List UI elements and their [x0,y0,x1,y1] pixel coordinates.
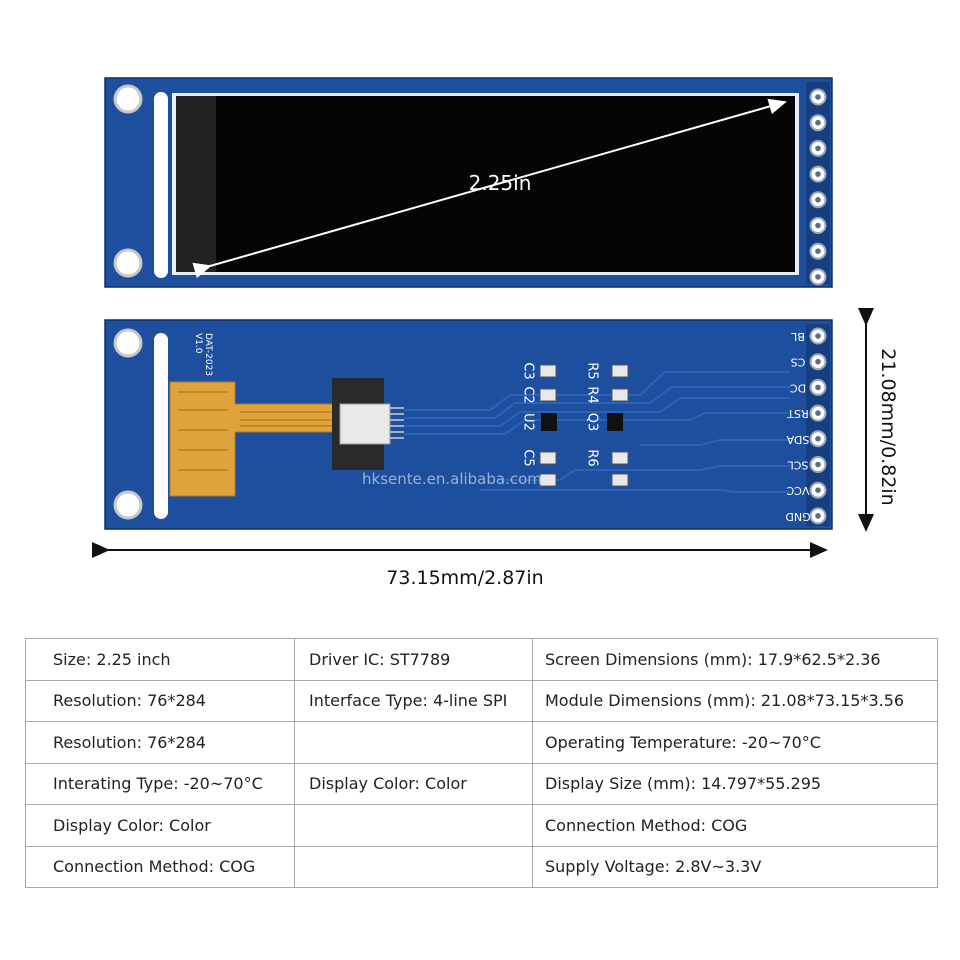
spec-cell: Operating Temperature: -20~70°C [532,721,938,764]
pin-hole-icon [815,94,821,100]
component-label-c5: C5 [521,449,536,466]
spec-cell [294,845,533,888]
front-pin-row [809,88,827,286]
spec-cell: Screen Dimensions (mm): 17.9*62.5*2.36 [532,638,938,681]
board-slot [154,333,168,519]
pin-label-scl: SCL [787,459,809,472]
spec-cell [294,804,533,847]
spec-cell: Driver IC: ST7789 [294,638,533,681]
transistor-u2 [541,413,557,431]
pin-hole-icon [815,358,821,365]
width-label: 73.15mm/2.87in [386,567,543,589]
pin-label-cs: CS [791,356,806,369]
spec-cell: Connection Method: COG [532,804,938,847]
spec-row: Display Color: Color Connection Method: C… [25,804,938,847]
pin-label-dc: DC [790,381,806,394]
back-pin-row: BL CS DC RST SDA SCL VCC GND [785,327,827,525]
spec-cell: Interating Type: -20~70°C [25,762,295,805]
pin-hole-icon [815,222,821,229]
diagonal-label: 2.25in [469,171,532,195]
spec-cell: Connection Method: COG [25,845,295,888]
pin-hole-icon [815,487,821,494]
component-label-c2: C2 [521,386,536,403]
mounting-hole-icon [113,490,143,520]
spec-cell: Module Dimensions (mm): 21.08*73.15*3.56 [532,679,938,722]
component-label-q3: Q3 [585,413,600,432]
pin-label-sda: SDA [786,433,809,446]
spec-row: Connection Method: COG Supply Voltage: 2.… [25,845,938,888]
pin-hole-icon [815,171,821,177]
pin-hole-icon [815,513,821,519]
pin-hole-icon [815,274,821,280]
mounting-hole-icon [113,84,143,114]
mounting-hole-icon [113,248,143,278]
component-label-r4: R4 [585,386,600,403]
watermark: hksente.en.alibaba.com [362,470,542,488]
product-diagram: 2.25in [92,77,899,589]
smd-components [539,364,629,487]
spec-cell [294,721,533,764]
fpc-latch [339,403,391,445]
diagonal-arrow [192,98,787,279]
front-board: 2.25in [104,77,833,288]
board-slot [154,92,168,278]
pin-label-bl: BL [790,330,805,343]
height-label: 21.08mm/0.82in [877,348,899,505]
pin-hole-icon [815,248,821,254]
pin-hole-icon [815,119,821,126]
spec-cell: Size: 2.25 inch [25,638,295,681]
spec-cell: Display Color: Color [294,762,533,805]
transistor-q3 [607,413,623,431]
pin-hole-icon [815,333,821,339]
pin-hole-icon [815,436,821,442]
spec-cell: Display Color: Color [25,804,295,847]
component-label-u2: U2 [521,413,536,431]
component-label-r6: R6 [585,449,600,466]
pin-hole-icon [815,384,821,391]
component-label-c3: C3 [521,362,536,379]
pin-hole-icon [815,197,821,203]
pin-hole-icon [815,145,821,152]
spec-cell: Display Size (mm): 14.797*55.295 [532,762,938,805]
pin-hole-icon [815,410,821,416]
screen-edge [176,96,216,272]
spec-cell: Supply Voltage: 2.8V~3.3V [532,845,938,888]
spec-cell: Resolution: 76*284 [25,679,295,722]
pin-hole-icon [815,461,821,468]
spec-cell: Resolution: 76*284 [25,721,295,764]
pin-label-rst: RST [787,407,809,420]
pin-label-vcc: VCC [786,484,809,497]
pin-label-gnd: GND [785,510,810,523]
component-label-r5: R5 [585,362,600,379]
board-date: DAT-2023 [203,333,213,376]
mounting-hole-icon [113,328,143,358]
spec-cell: Interface Type: 4-line SPI [294,679,533,722]
board-version: V1.0 [193,333,203,354]
spec-row: Resolution: 76*284 Operating Temperature:… [25,721,938,764]
